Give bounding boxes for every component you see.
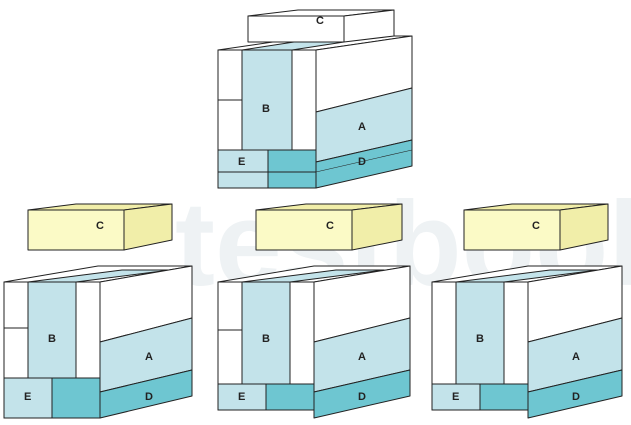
label-a-option-2: A	[358, 351, 366, 363]
label-c-option-2: C	[326, 220, 334, 232]
label-d-question: D	[358, 156, 366, 168]
label-c-option-3: C	[532, 220, 540, 232]
option-figure-2	[217, 203, 411, 419]
label-b-option-1: B	[48, 333, 56, 345]
label-c-question: C	[316, 15, 324, 27]
label-a-option-3: A	[572, 351, 580, 363]
label-a-option-1: A	[145, 351, 153, 363]
label-b-option-2: B	[262, 333, 270, 345]
label-e-option-2: E	[238, 391, 245, 403]
label-d-option-2: D	[358, 391, 366, 403]
label-e-option-3: E	[452, 391, 459, 403]
option-figure-3	[431, 203, 623, 419]
label-c-option-1: C	[96, 220, 104, 232]
option-figure-1	[3, 203, 193, 419]
label-e-option-1: E	[24, 391, 31, 403]
label-d-option-3: D	[572, 391, 580, 403]
label-b-option-3: B	[476, 333, 484, 345]
label-a-question: A	[358, 121, 366, 133]
label-d-option-1: D	[145, 391, 153, 403]
question-figure	[217, 9, 413, 189]
label-b-question: B	[262, 103, 270, 115]
label-e-question: E	[238, 156, 245, 168]
